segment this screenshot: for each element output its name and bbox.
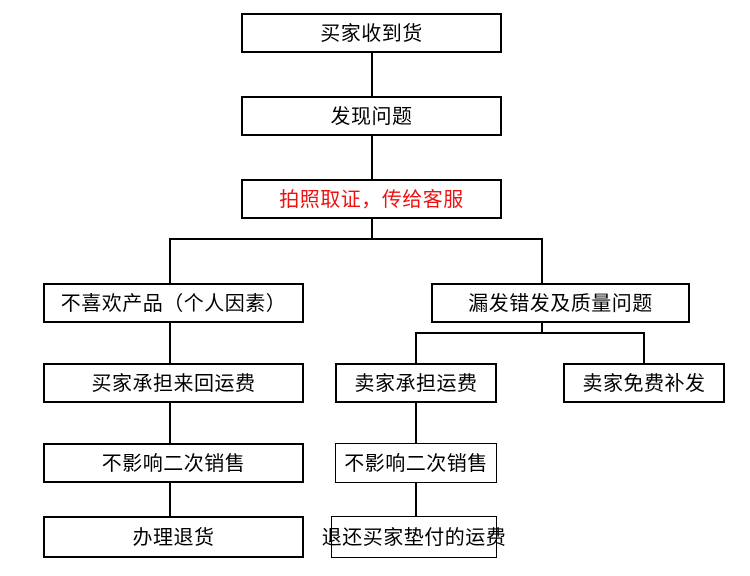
flow-node-n3: 拍照取证，传给客服 [241,179,502,219]
flow-node-label: 不喜欢产品（个人因素） [60,291,287,315]
flow-node-label: 漏发错发及质量问题 [468,291,653,315]
flow-node-n9: 不影响二次销售 [43,443,304,483]
flow-node-n12: 退还买家垫付的运费 [322,516,506,558]
flow-node-label: 不影响二次销售 [101,451,246,475]
flow-node-label: 发现问题 [330,104,413,128]
flow-node-n2: 发现问题 [241,96,502,136]
flow-node-n4: 不喜欢产品（个人因素） [43,283,304,323]
flow-node-n1: 买家收到货 [241,13,502,53]
flow-node-label: 办理退货 [132,525,215,549]
connector-split2-to-n7 [415,332,542,363]
flow-node-label: 卖家免费补发 [582,371,706,395]
flow-node-label: 拍照取证，传给客服 [279,187,464,211]
flow-node-label: 买家承担来回运费 [91,371,256,395]
flow-node-n6: 买家承担来回运费 [43,363,304,403]
flow-node-label: 不影响二次销售 [344,451,488,475]
connector-split2-to-n8 [542,332,645,363]
flow-node-n11: 办理退货 [43,516,304,558]
connector-split1-to-n5 [372,238,543,283]
flow-node-label: 退还买家垫付的运费 [321,525,507,549]
flow-node-n10: 不影响二次销售 [335,443,497,483]
flow-node-n5: 漏发错发及质量问题 [431,283,690,323]
flow-node-label: 买家收到货 [320,21,423,45]
flow-node-label: 卖家承担运费 [354,371,478,395]
flow-node-n7: 卖家承担运费 [335,363,497,403]
flow-node-n8: 卖家免费补发 [563,363,725,403]
connector-split1-to-n4 [169,238,372,283]
